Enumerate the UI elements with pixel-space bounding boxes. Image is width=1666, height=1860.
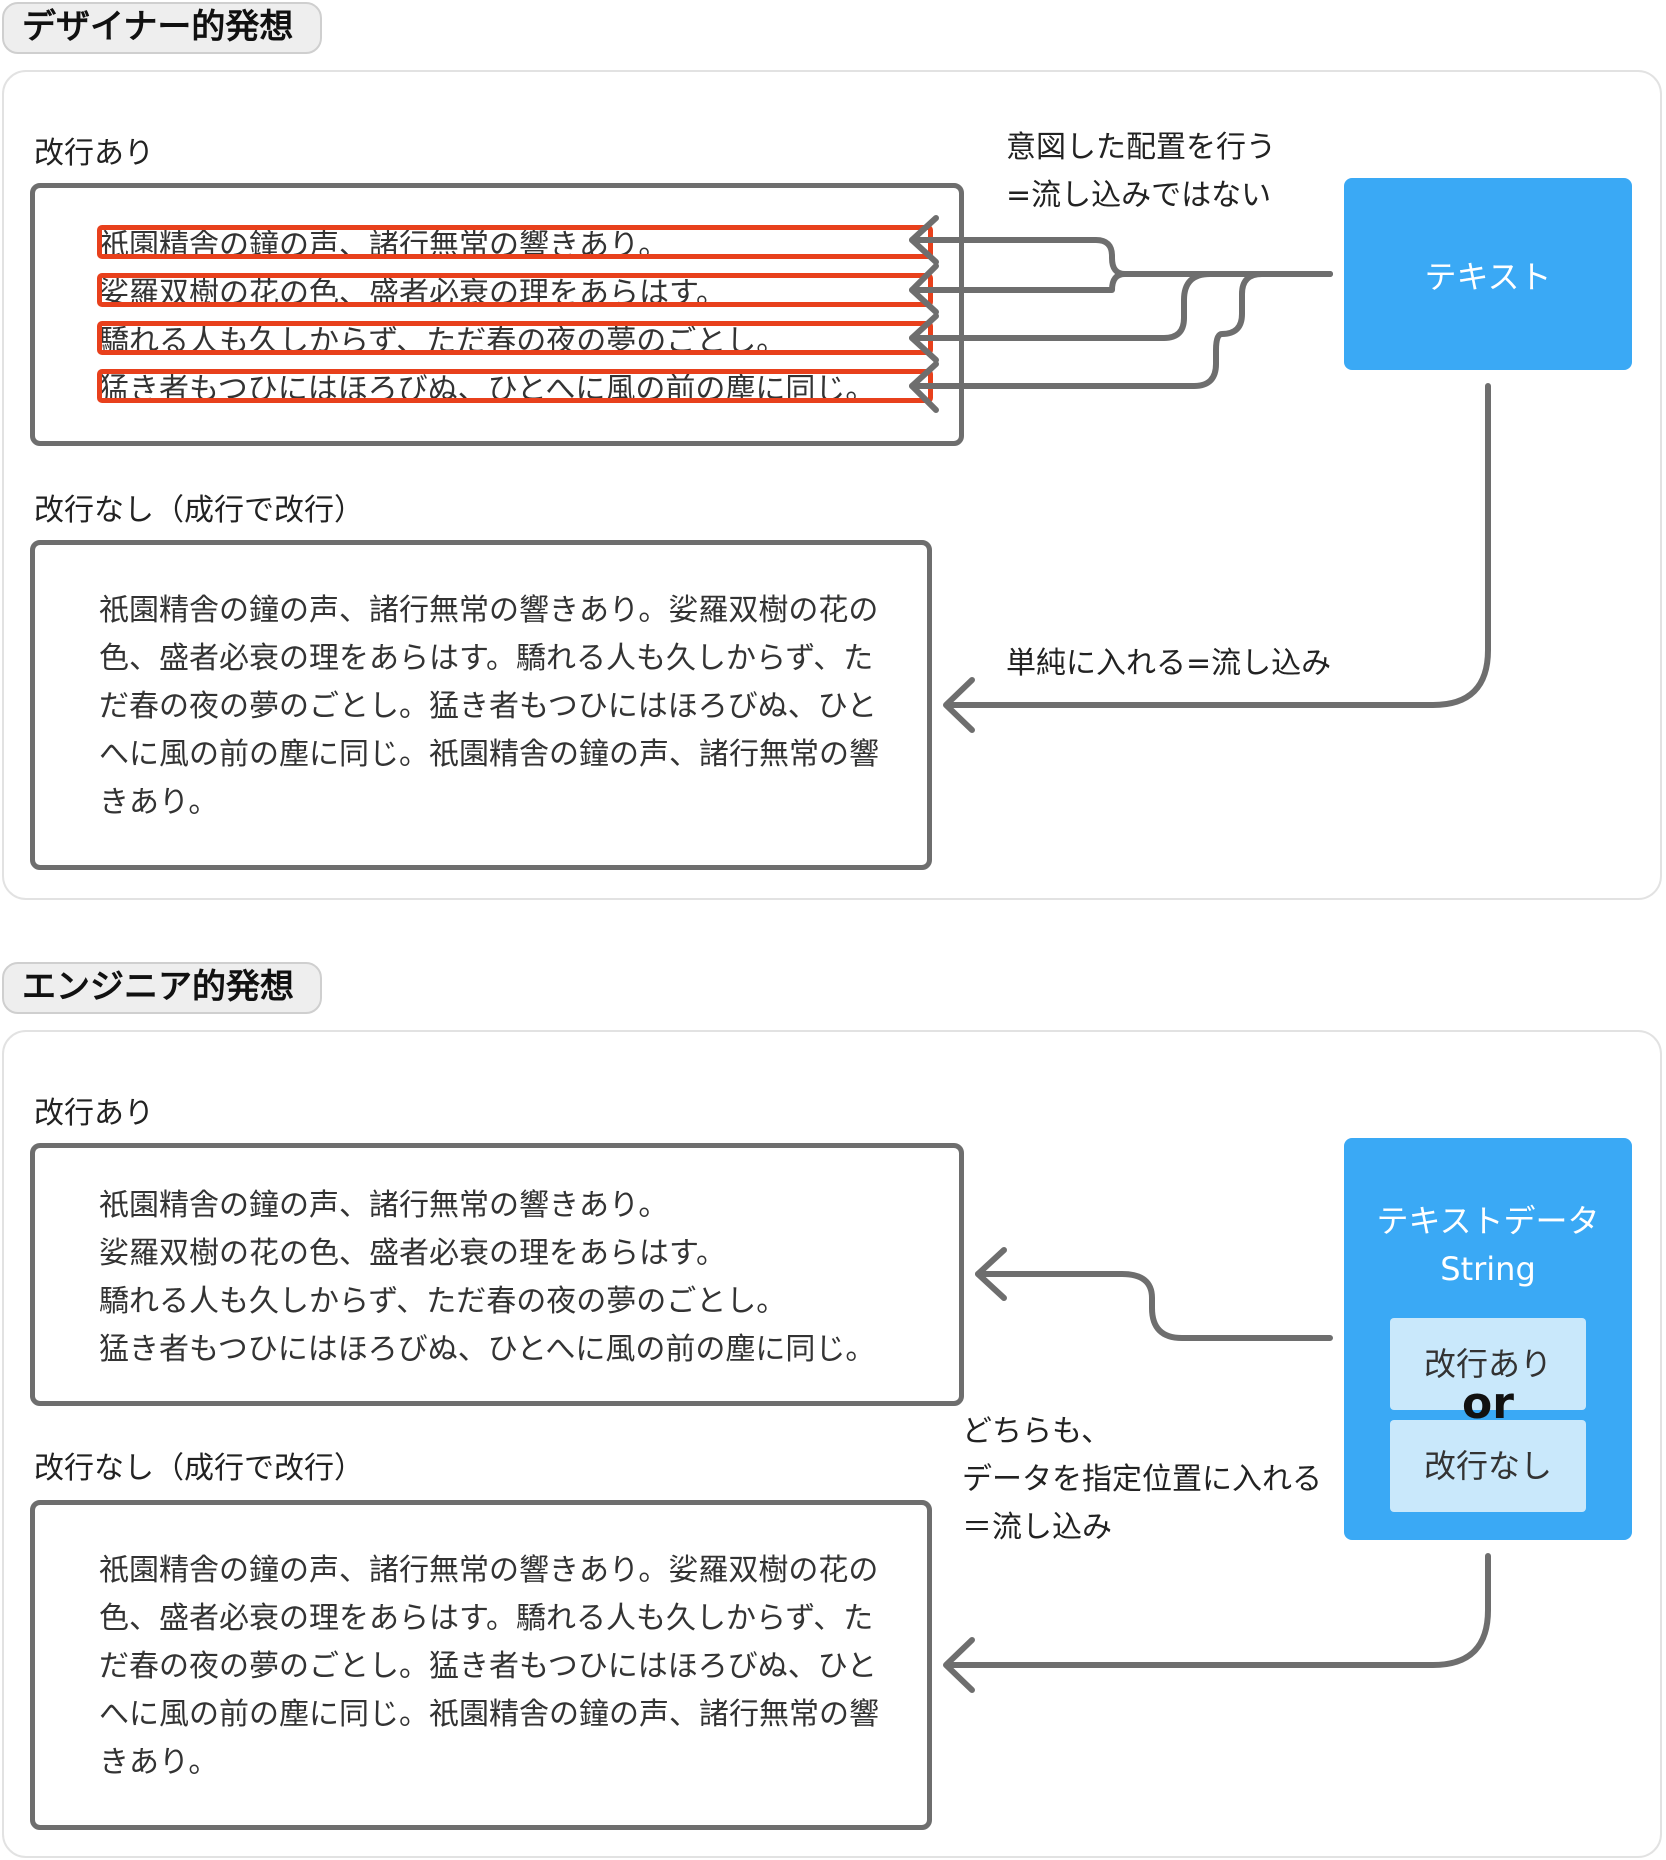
engineer-line-2: 娑羅双樹の花の色、盛者必衰の理をあらはす。 — [99, 1236, 726, 1271]
engineer-without-break-label: 改行なし（成行で改行） — [34, 1451, 364, 1486]
designer-without-break-label: 改行なし（成行で改行） — [34, 493, 364, 528]
designer-connector-flow — [945, 383, 1491, 708]
engineer-note-1: どちらも、 — [962, 1414, 1112, 1449]
designer-arrowhead-flow — [943, 677, 975, 733]
engineer-flow-line-3: だ春の夜の夢のごとし。猛き者もつひにはほろびぬ、ひと — [99, 1649, 877, 1684]
designer-note-top-1: 意図した配置を行う — [1006, 130, 1276, 165]
engineer-connector-with-break — [975, 1271, 1333, 1341]
designer-note-bottom: 単純に入れる=流し込み — [1006, 646, 1332, 681]
designer-connector-line-3 — [909, 271, 1333, 341]
engineer-line-4: 猛き者もつひにはほろびぬ、ひとへに風の前の塵に同じ。 — [99, 1332, 876, 1367]
designer-note-top-2: =流し込みではない — [1006, 178, 1272, 213]
designer-arrowhead-1 — [909, 215, 939, 265]
designer-with-break-label: 改行あり — [34, 136, 154, 171]
designer-flow-line-3: だ春の夜の夢のごとし。猛き者もつひにはほろびぬ、ひと — [99, 689, 877, 724]
designer-flow-line-2: 色、盛者必衰の理をあらはす。驕れる人も久しからず、た — [99, 641, 874, 676]
designer-with-break-box: 祇園精舎の鐘の声、諸行無常の響きあり。 娑羅双樹の花の色、盛者必衰の理をあらはす… — [30, 183, 964, 446]
designer-flow-line-4: へに風の前の塵に同じ。祇園精舎の鐘の声、諸行無常の響 — [99, 737, 879, 772]
engineer-line-3: 驕れる人も久しからず、ただ春の夜の夢のごとし。 — [99, 1284, 787, 1319]
engineer-source-title: テキストデータ — [1376, 1202, 1600, 1240]
engineer-text-data-source: テキストデータ String 改行あり 改行なし or — [1344, 1138, 1632, 1540]
engineer-section-title: エンジニア的発想 — [2, 962, 322, 1014]
engineer-arrowhead-flow — [943, 1637, 975, 1693]
designer-flow-line-5: きあり。 — [99, 785, 219, 820]
engineer-line-1: 祇園精舎の鐘の声、諸行無常の響きあり。 — [99, 1188, 669, 1223]
engineer-with-break-label: 改行あり — [34, 1096, 154, 1131]
engineer-or-label: or — [1462, 1378, 1514, 1429]
engineer-note-3: ＝流し込み — [962, 1510, 1112, 1545]
engineer-option-without-break: 改行なし — [1390, 1420, 1586, 1512]
designer-arrowhead-4 — [909, 361, 939, 413]
engineer-connector-flow — [945, 1553, 1491, 1668]
engineer-note-2: データを指定位置に入れる — [962, 1462, 1322, 1497]
designer-text-source-label: テキスト — [1424, 258, 1552, 296]
engineer-arrowhead-with-break — [975, 1247, 1007, 1301]
designer-flow-line-1: 祇園精舎の鐘の声、諸行無常の響きあり。娑羅双樹の花の — [99, 593, 879, 628]
designer-connector-line-1 — [909, 237, 1333, 277]
engineer-flow-line-2: 色、盛者必衰の理をあらはす。驕れる人も久しからず、た — [99, 1601, 874, 1636]
engineer-flow-line-4: へに風の前の塵に同じ。祇園精舎の鐘の声、諸行無常の響 — [99, 1697, 879, 1732]
designer-without-break-box: 祇園精舎の鐘の声、諸行無常の響きあり。娑羅双樹の花の 色、盛者必衰の理をあらはす… — [30, 540, 932, 870]
designer-text-source: テキスト — [1344, 178, 1632, 370]
designer-arrowhead-2 — [909, 263, 939, 315]
engineer-option-with-break: 改行あり — [1390, 1318, 1586, 1410]
engineer-without-break-box: 祇園精舎の鐘の声、諸行無常の響きあり。娑羅双樹の花の 色、盛者必衰の理をあらはす… — [30, 1500, 932, 1830]
designer-section-title: デザイナー的発想 — [2, 2, 322, 54]
engineer-source-type: String — [1440, 1250, 1536, 1288]
engineer-flow-line-5: きあり。 — [99, 1745, 219, 1780]
designer-connector-line-2 — [909, 271, 1333, 293]
designer-connector-line-4 — [909, 271, 1333, 389]
engineer-with-break-box: 祇園精舎の鐘の声、諸行無常の響きあり。 娑羅双樹の花の色、盛者必衰の理をあらはす… — [30, 1143, 964, 1406]
engineer-flow-line-1: 祇園精舎の鐘の声、諸行無常の響きあり。娑羅双樹の花の — [99, 1553, 879, 1588]
designer-arrowhead-3 — [909, 313, 939, 363]
